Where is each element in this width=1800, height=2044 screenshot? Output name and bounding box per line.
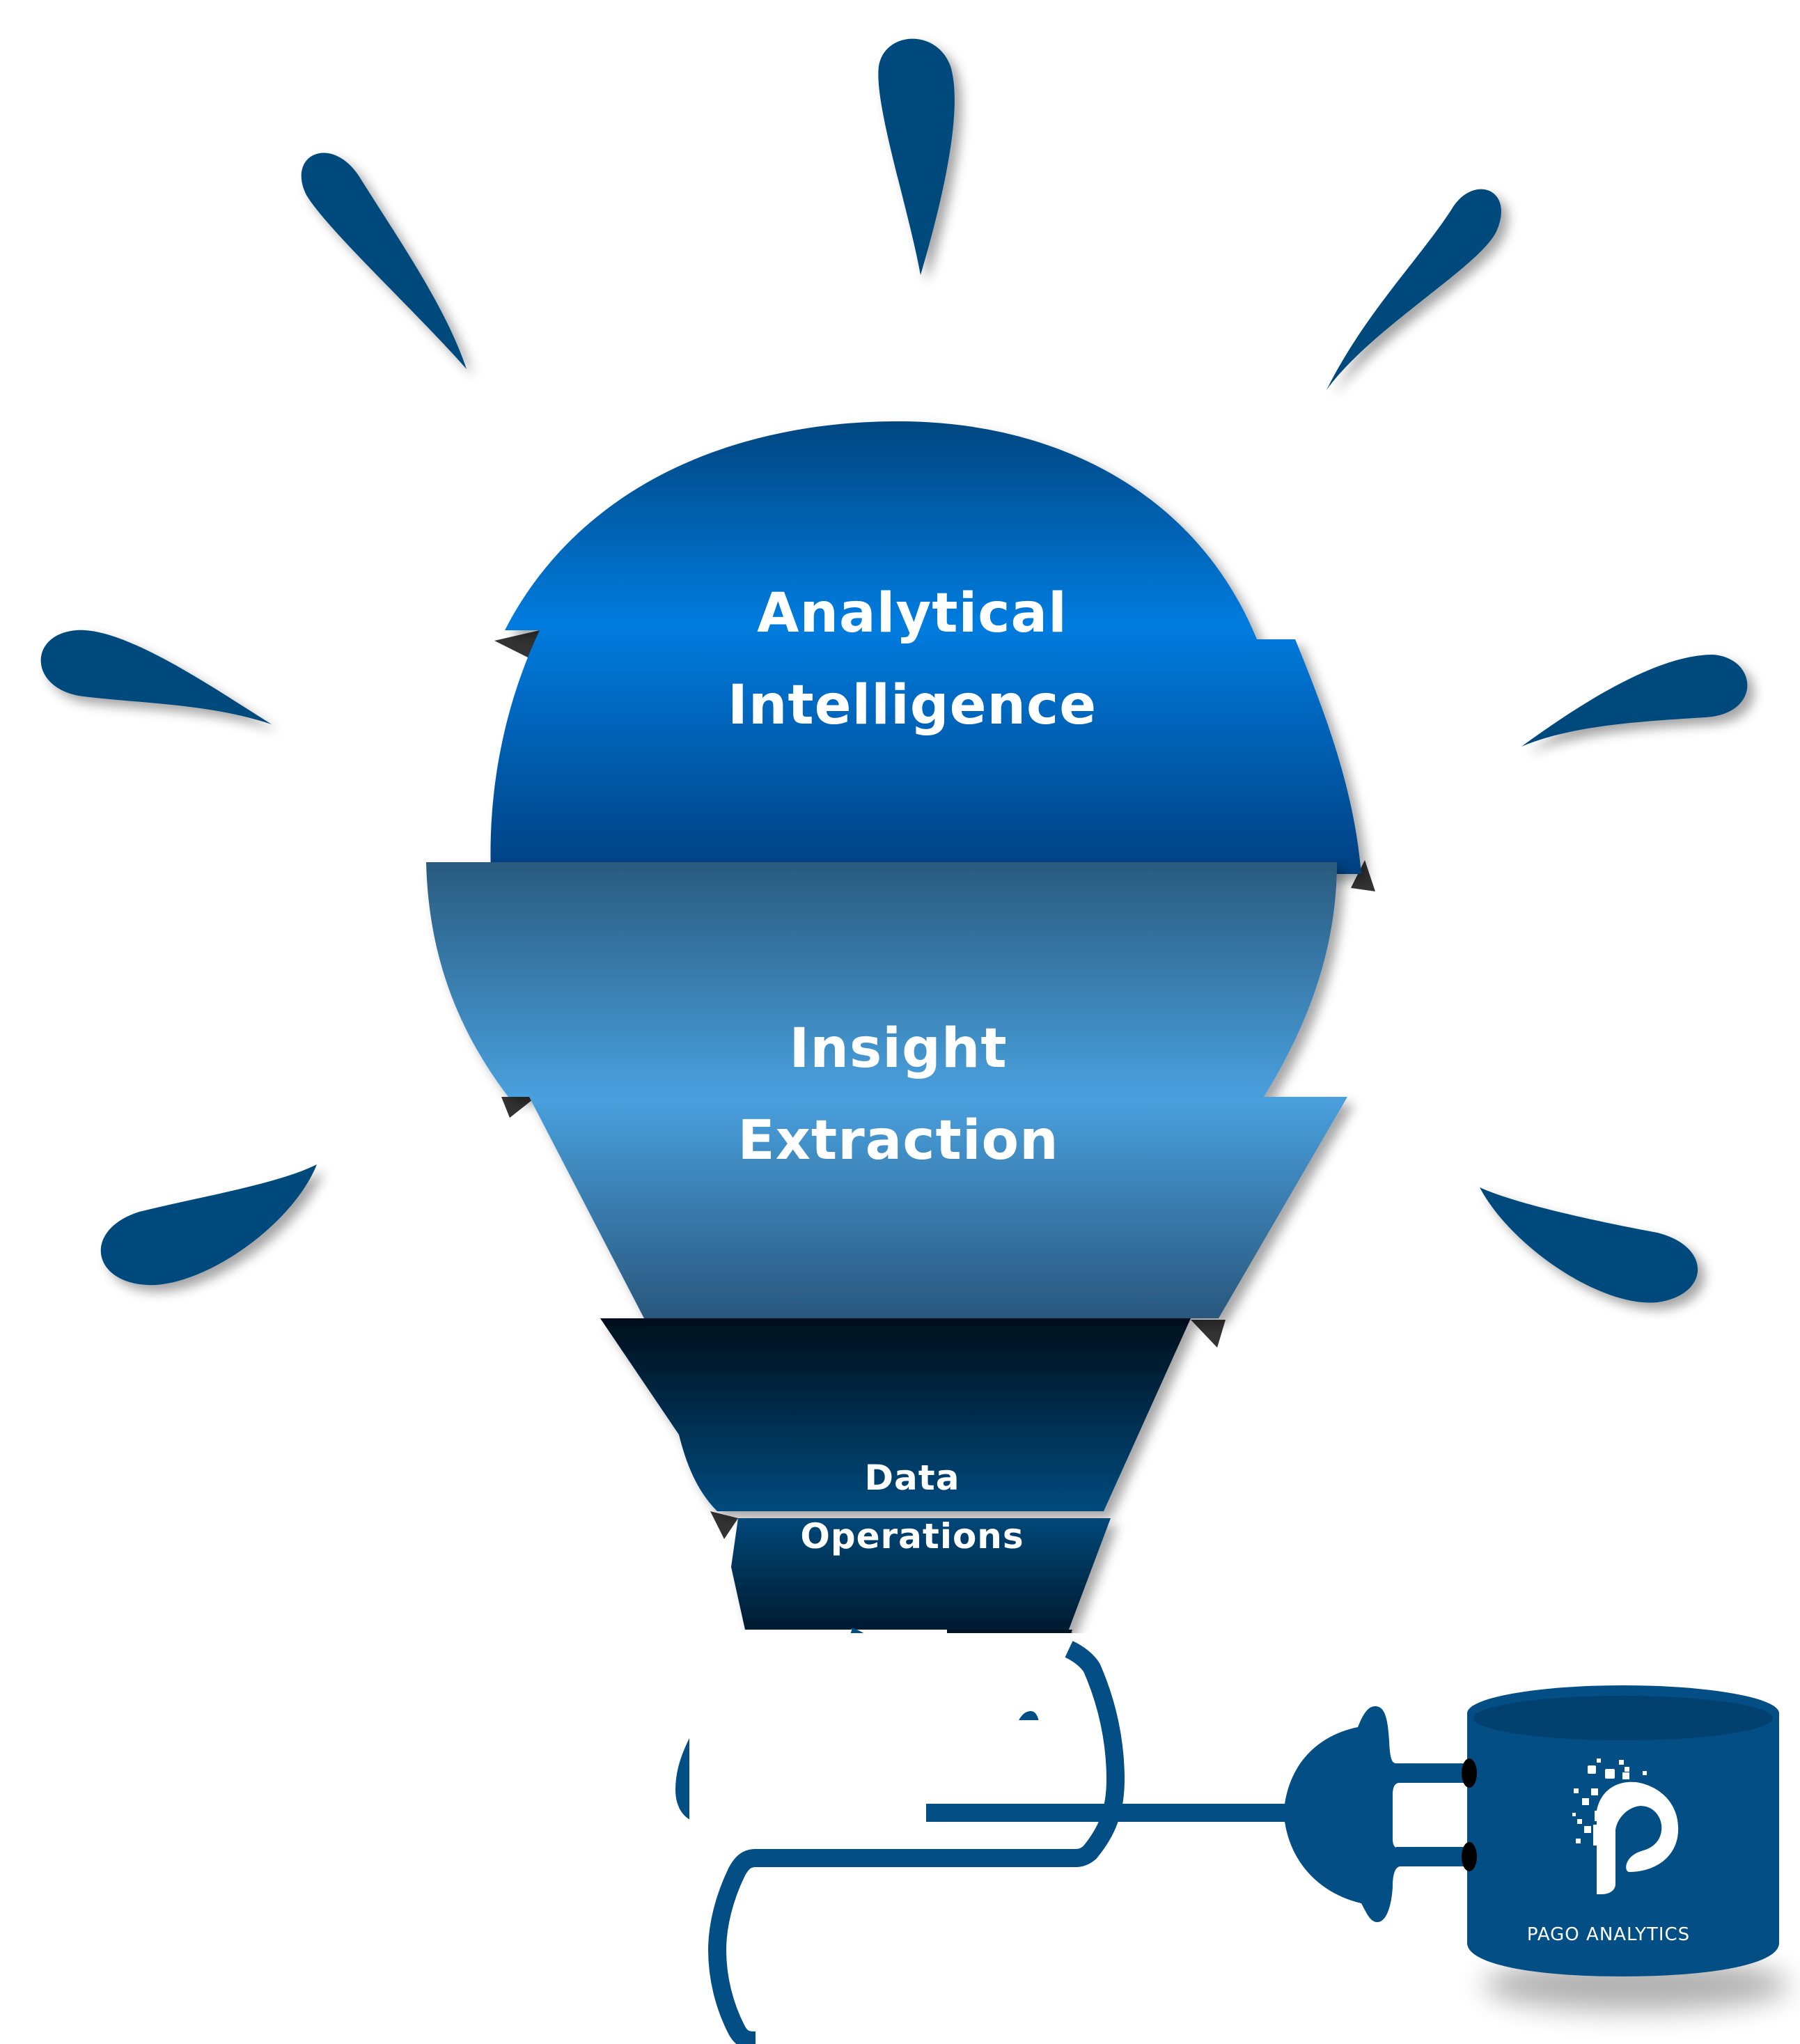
ray-left-icon bbox=[40, 630, 272, 724]
label-line: Operations bbox=[800, 1516, 1024, 1557]
label-line: Insight bbox=[789, 1017, 1008, 1080]
ray-lower-left-icon bbox=[100, 1164, 317, 1286]
label-line: Extraction bbox=[737, 1109, 1059, 1172]
layer-top-shape bbox=[490, 421, 1361, 874]
ray-top-icon bbox=[878, 38, 955, 276]
pixel-p-logo-icon bbox=[1572, 1758, 1679, 1894]
socket-contact-icon bbox=[1462, 1758, 1477, 1788]
ray-right-icon bbox=[1521, 655, 1748, 747]
layer-label-analytical-intelligence: Analytical Intelligence bbox=[627, 568, 1198, 751]
socket-contact-icon bbox=[1462, 1842, 1477, 1871]
layer-bottom-cap-shape bbox=[731, 1518, 1111, 1661]
layer-middle-upper-shape bbox=[426, 862, 1337, 1097]
layer-middle-lower-shape bbox=[529, 1097, 1347, 1318]
ray-upper-right-icon bbox=[1326, 189, 1501, 390]
ray-icons bbox=[40, 38, 1748, 1303]
bulb bbox=[426, 421, 1375, 1661]
layer-label-data-operations: Data Operations bbox=[738, 1449, 1086, 1566]
layer-bottom-upper-shape bbox=[600, 1318, 1191, 1511]
ray-upper-left-icon bbox=[301, 153, 467, 370]
label-line: Analytical bbox=[757, 582, 1067, 645]
layer-label-insight-extraction: Insight Extraction bbox=[613, 1003, 1184, 1187]
label-line: Intelligence bbox=[727, 674, 1097, 737]
brand-name: PAGO ANALYTICS bbox=[1526, 1924, 1691, 1945]
label-line: Data bbox=[864, 1458, 960, 1498]
ray-lower-right-icon bbox=[1480, 1187, 1698, 1303]
